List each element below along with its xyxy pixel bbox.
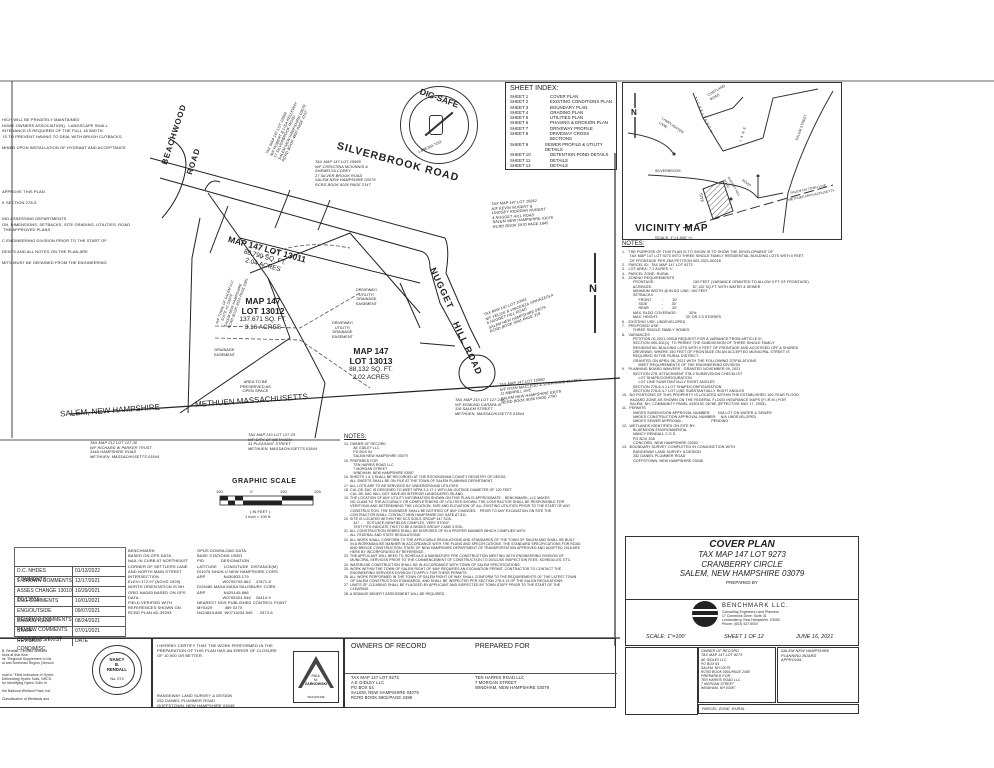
easement-label-2: DRIVEWAY/ UTILITY/ DRAINAGE EASEMENT: [332, 321, 353, 339]
left-note-line: APPROVE THIS PLAN: [2, 188, 45, 194]
scale-label: SCALE: 1"=100': [646, 634, 686, 640]
notes-center-body: 14. OWNER OF RECORD AE GIDLEY LLC PO BOX…: [344, 442, 581, 596]
abutter-10965: TAX MAP 147 LOT 10965 N/F CHRISTINA MCKI…: [315, 160, 376, 187]
left-note-line: HICH WILL BE PRIVATELY MAINTAINED: [2, 117, 80, 122]
drainage-easement-label: DRAINAGE EASEMENT: [214, 348, 235, 357]
left-note-line: K SECTION 278-5: [2, 199, 37, 205]
firm-name: BENCHMARK LLC.: [722, 603, 789, 609]
firm-block: BENCHMARK LLC. Consulting Engineers Land…: [625, 599, 859, 646]
left-note-line: ON, DIMENSIONS, SETBACKS, SITE GRADING, …: [2, 221, 131, 227]
notes-right-body: 1. THE PURPOSE OF THIS PLAN IS TO SHOW I…: [622, 250, 809, 463]
graphic-scale-title: GRAPHIC SCALE: [232, 478, 297, 485]
graphic-scale-unit: ( IN FEET ): [250, 509, 271, 514]
sheet-number: SHEET 1 OF 12: [724, 634, 764, 640]
surveyor-certification: I HEREBY CERTIFY THAT THE WORK PERFORMED…: [152, 638, 344, 708]
left-note-line: C ENGINEERING DIVISION PRIOR TO THE STAR…: [2, 238, 107, 243]
opus-data: OPUS DOWNLOAD DATA: BASE STATIONS USED P…: [197, 548, 287, 616]
left-note-line: IND ASSESSING DEPARTMENTS: [2, 216, 67, 221]
title-block: COVER PLAN TAX MAP 147 LOT 9273 CRANBERR…: [625, 536, 859, 600]
planning-board-approval: SALEM NEW HAMPSHIRE PLANNING BOARD APPRO…: [777, 647, 859, 703]
notes-center-title: NOTES:: [344, 434, 367, 440]
blank-block: [625, 647, 698, 715]
plan-title: COVER PLAN: [709, 539, 775, 550]
lot-13012-label: MAP 147 LOT 13012 137,671 SQ. FT. 3.16 A…: [239, 296, 287, 331]
left-note-line: MITS MUST BE OBTAINED FROM THE ENGINEERI…: [2, 260, 107, 265]
wetland-certification: B. Rendall, Certified Wetland tions at t…: [0, 638, 152, 708]
graphic-scale-ratio: 1 inch = 100 ft.: [245, 514, 272, 519]
abutter-127-25: TAX MAP 210 LOT 127-25 N/F CITY OF METHU…: [248, 433, 318, 451]
easement-label-1: DRIVEWAY/ UTILITY/ DRAINAGE EASEMENT: [356, 288, 377, 306]
record-block: OWNER OF RECORD TAX MAP 147 LOT 9273 AE …: [698, 647, 776, 703]
left-note-line: THE APPROVED PLANS: [2, 227, 51, 232]
vicinity-map-scale: SCALE: 1"=1,500' +/-: [655, 235, 693, 240]
vicinity-map-title: VICINITY MAP: [635, 223, 709, 234]
firm-details: Consulting Engineers Land Planners 17 Co…: [722, 610, 780, 626]
wetland-scientist-seal: NANCY B. RENDALL No. 073: [92, 645, 142, 695]
benchmark-logo-icon: [692, 601, 718, 627]
open-space-label: AREA TO BE PRESERVED AS OPEN SPACE: [240, 379, 271, 394]
abutter-10962: TAX MAP 147 LOT 10962 N/F KEVIN NUGENT &…: [491, 198, 554, 230]
plan-linework: [0, 80, 994, 646]
left-note-line: DENTS AND ALL NOTES ON THE PLAN ARE: [2, 249, 88, 254]
vicinity-map: N LAMPLIGHTER LANE CORTLAND ROAD TICKELT…: [622, 82, 842, 240]
left-note-line: HOME OWNERS ASSOCIATION). LANDSCAPE SHAL…: [2, 122, 108, 128]
plan-date: JUNE 16, 2021: [796, 634, 834, 640]
left-note-line: INTENANCE IS REQUIRED OF THE FULL 18 WID…: [2, 128, 104, 133]
dig-safe-logo: DIG-SAFE 1-888-344-7233: [400, 86, 478, 164]
north-arrow: N: [589, 253, 600, 333]
parcel-zone-block: PARCEL ZONE: RURAL: [698, 704, 859, 714]
benchmark-notes: BENCHMARK: BASED ON GPS DATA NAIL IN CUR…: [128, 548, 189, 616]
abutter-127-30: TAX MAP 212 LOT 127-30 N/F RICHARD W PAR…: [90, 441, 160, 459]
left-note-line: IS TO PREVENT HAVING TO DEAL WITH BRUSH …: [2, 133, 123, 139]
lot-13013-label: MAP 147 LOT 13013 88,132 SQ. FT. 2.02 AC…: [349, 346, 393, 381]
left-note-line: MINED UPON INSTALLATION OF HYDRANT AND A…: [2, 144, 126, 150]
abutter-127-24a: TAX MAP 210 LOT 127-24A N/F EDMUND CARAF…: [455, 398, 525, 416]
owners-prepared-block: OWNERS OF RECORD PREPARED FOR TAX MAP 14…: [344, 638, 617, 708]
notes-right-title: NOTES:: [622, 241, 645, 247]
